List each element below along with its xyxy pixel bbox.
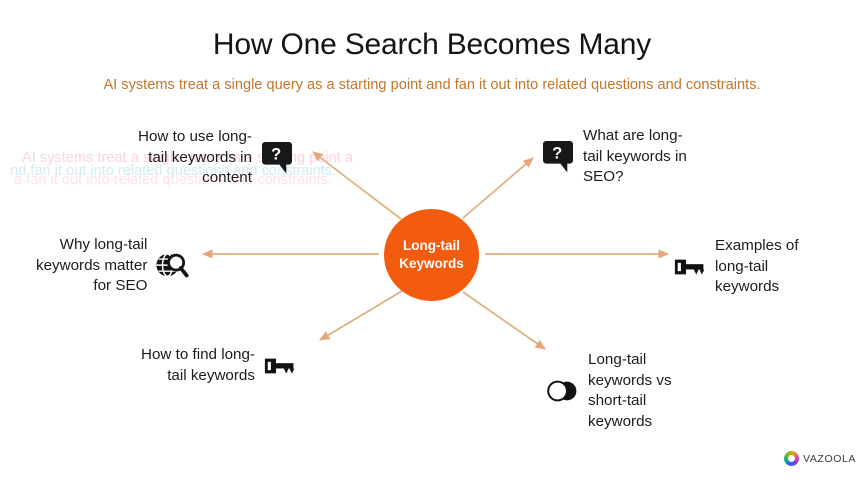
vazoola-ring-icon [784,451,799,466]
branch-label: Examples of long-tail keywords [715,237,799,296]
header: How One Search Becomes Many AI systems t… [0,0,864,95]
branch-label: Long-tail keywords vs short-tail keyword… [588,351,672,430]
question-bubble-icon: ? [260,141,294,175]
branch-how-to-use-long-tail-keywords-in-content[interactable]: How to use long- tail keywords in conten… [138,127,294,189]
page-title: How One Search Becomes Many [212,28,652,61]
vazoola-logo-text: VAZOOLA [803,452,857,465]
branch-label: How to use long- tail keywords in conten… [138,128,252,187]
key-icon [673,250,707,284]
arrow-down-left [319,290,403,341]
branch-how-to-find-long-tail-keywords[interactable]: How to find long- tail keywords [141,345,297,386]
arrow-up-left [312,151,402,220]
globe-search-icon [155,249,189,283]
venn-icon [546,374,580,408]
branch-examples-of-long-tail-keywords[interactable]: Examples of long-tail keywords [673,236,799,298]
question-bubble-icon: ? [541,140,575,174]
center-node-line1: Long-tail [403,237,460,253]
branch-long-tail-keywords-vs-short-tail-keywords[interactable]: Long-tail keywords vs short-tail keyword… [546,350,672,432]
arrow-down-right [462,291,546,350]
branch-why-long-tail-keywords-matter-for-seo[interactable]: Why long-tail keywords matter for SEO [36,235,189,297]
svg-text:?: ? [552,144,562,162]
svg-text:?: ? [271,145,281,163]
page-subtitle: AI systems treat a single query as a sta… [103,77,761,93]
vazoola-logo: VAZOOLA [784,451,856,466]
branch-label: How to find long- tail keywords [141,346,255,384]
key-icon [263,349,297,383]
branch-what-are-long-tail-keywords-in-seo[interactable]: ? What are long- tail keywords in SEO? [541,126,687,188]
arrow-up-right [462,157,534,219]
center-node-long-tail-keywords[interactable]: Long-tail Keywords [384,209,479,301]
center-node-line2: Keywords [399,256,464,271]
branch-label: Why long-tail keywords matter for SEO [36,236,148,295]
branch-label: What are long- tail keywords in SEO? [583,127,687,186]
